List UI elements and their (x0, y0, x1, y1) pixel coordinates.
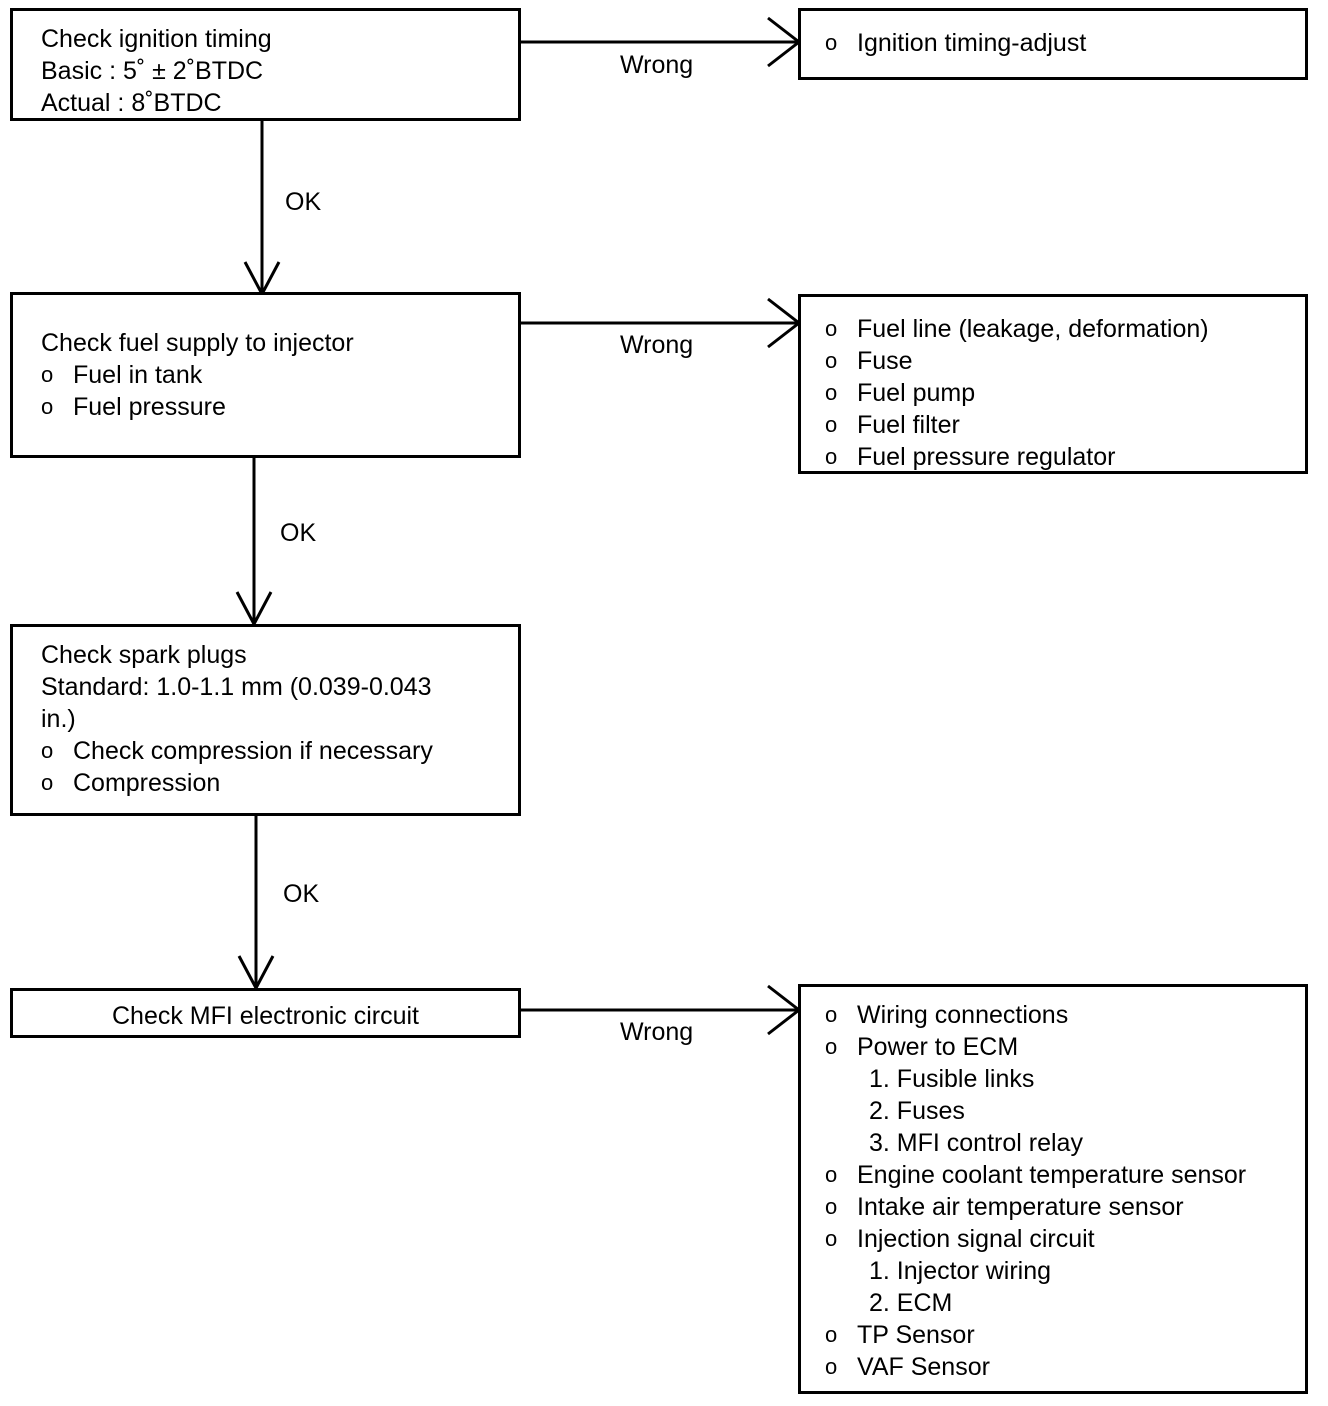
edge-label-wrong-3: Wrong (620, 1018, 694, 1046)
list-item-label: Fuel pump (857, 379, 976, 407)
bullet-circle-icon: o (825, 1322, 838, 1347)
connector-ok-2 (235, 458, 273, 628)
list-item: o Engine coolant temperature sensor (825, 1159, 1305, 1191)
list-item-label: Fuel in tank (73, 361, 203, 389)
list-item-label: Fuel filter (857, 411, 960, 439)
step-heading: Check ignition timing (41, 25, 272, 53)
sub-item-label: 3. MFI control relay (869, 1129, 1083, 1157)
list-item-label: VAF Sensor (857, 1353, 990, 1381)
bullet-circle-icon: o (41, 362, 54, 387)
bullet-circle-icon: o (825, 348, 838, 373)
list-item-label: Fuel line (leakage, deformation) (857, 315, 1209, 343)
step-line: Basic : 5˚ ± 2˚BTDC (41, 57, 264, 85)
list-item: o VAF Sensor (825, 1351, 1305, 1383)
bullet-circle-icon: o (825, 1226, 838, 1251)
list-item-sub: 1. Fusible links 2. Fuses 3. MFI control… (825, 1063, 1305, 1159)
bullet-circle-icon: o (825, 1194, 838, 1219)
outcome-box-fuel-supply-faults[interactable]: o Fuel line (leakage, deformation) o Fus… (798, 294, 1308, 474)
step-line: Actual : 8˚BTDC (41, 89, 222, 117)
outcome-box-mfi-circuit-faults[interactable]: o Wiring connections o Power to ECM 1. F… (798, 984, 1308, 1394)
list-item: o Fuel filter (825, 409, 1305, 441)
bullet-circle-icon: o (825, 380, 838, 405)
step-box-check-ignition-timing[interactable]: Check ignition timing Basic : 5˚ ± 2˚BTD… (10, 8, 521, 121)
bullet-circle-icon: o (41, 738, 54, 763)
connector-ok-3 (237, 816, 275, 992)
outcome-list: o Ignition timing-adjust (825, 27, 1305, 59)
sub-item-label: 1. Fusible links (869, 1065, 1035, 1093)
outcome-list: o Fuel line (leakage, deformation) o Fus… (825, 313, 1305, 473)
step-line: Standard: 1.0-1.1 mm (0.039-0.043 (41, 673, 432, 701)
edge-label-ok-1: OK (285, 188, 322, 216)
connector-ok-1 (243, 121, 281, 298)
outcome-list: o Wiring connections o Power to ECM 1. F… (825, 999, 1305, 1383)
list-item-label: Ignition timing-adjust (857, 29, 1087, 57)
list-item-label: Fuel pressure (73, 393, 226, 421)
step-bullet-list: o Fuel in tank o Fuel pressure (41, 359, 518, 423)
list-item: o Fuel in tank (41, 359, 518, 391)
bullet-circle-icon: o (825, 412, 838, 437)
step-box-check-spark-plugs[interactable]: Check spark plugs Standard: 1.0-1.1 mm (… (10, 624, 521, 816)
edge-label-ok-2: OK (280, 519, 317, 547)
bullet-circle-icon: o (41, 770, 54, 795)
list-item-label: Intake air temperature sensor (857, 1193, 1184, 1221)
list-item: o TP Sensor (825, 1319, 1305, 1351)
step-line: in.) (41, 705, 76, 733)
list-item: o Wiring connections (825, 999, 1305, 1031)
edge-label-wrong-2: Wrong (620, 331, 694, 359)
bullet-circle-icon: o (825, 1034, 838, 1059)
bullet-circle-icon: o (825, 444, 838, 469)
list-item-label: Compression (73, 769, 221, 797)
edge-label-wrong-1: Wrong (620, 51, 694, 79)
sub-item-label: 2. ECM (869, 1289, 953, 1317)
list-item: o Fuse (825, 345, 1305, 377)
list-item: o Compression (41, 767, 518, 799)
list-item-label: Injection signal circuit (857, 1225, 1095, 1253)
bullet-circle-icon: o (41, 394, 54, 419)
list-item: o Power to ECM (825, 1031, 1305, 1063)
list-item-label: TP Sensor (857, 1321, 975, 1349)
step-heading: Check spark plugs (41, 641, 247, 669)
step-heading: Check MFI electronic circuit (111, 1002, 420, 1030)
step-box-check-fuel-supply[interactable]: Check fuel supply to injector o Fuel in … (10, 292, 521, 458)
bullet-circle-icon: o (825, 1162, 838, 1187)
list-item-label: Check compression if necessary (73, 737, 433, 765)
list-item-sub: 1. Injector wiring 2. ECM (825, 1255, 1305, 1319)
list-item: o Fuel line (leakage, deformation) (825, 313, 1305, 345)
list-item-label: Engine coolant temperature sensor (857, 1161, 1247, 1189)
list-item: o Fuel pump (825, 377, 1305, 409)
step-box-check-mfi-electronic-circuit[interactable]: Check MFI electronic circuit (10, 988, 521, 1038)
edge-label-ok-3: OK (283, 880, 320, 908)
bullet-circle-icon: o (825, 30, 838, 55)
list-item-label: Fuel pressure regulator (857, 443, 1116, 471)
list-item-label: Fuse (857, 347, 913, 375)
step-bullet-list: o Check compression if necessary o Compr… (41, 735, 518, 799)
bullet-circle-icon: o (825, 1002, 838, 1027)
list-item-label: Wiring connections (857, 1001, 1069, 1029)
list-item: o Ignition timing-adjust (825, 27, 1305, 59)
bullet-circle-icon: o (825, 1354, 838, 1379)
outcome-box-ignition-timing-adjust[interactable]: o Ignition timing-adjust (798, 8, 1308, 80)
list-item-label: Power to ECM (857, 1033, 1019, 1061)
bullet-circle-icon: o (825, 316, 838, 341)
sub-item-label: 1. Injector wiring (869, 1257, 1052, 1285)
list-item: o Check compression if necessary (41, 735, 518, 767)
list-item: o Intake air temperature sensor (825, 1191, 1305, 1223)
list-item: o Fuel pressure (41, 391, 518, 423)
list-item: o Fuel pressure regulator (825, 441, 1305, 473)
step-heading: Check fuel supply to injector (41, 329, 354, 357)
list-item: o Injection signal circuit (825, 1223, 1305, 1255)
sub-item-label: 2. Fuses (869, 1097, 965, 1125)
